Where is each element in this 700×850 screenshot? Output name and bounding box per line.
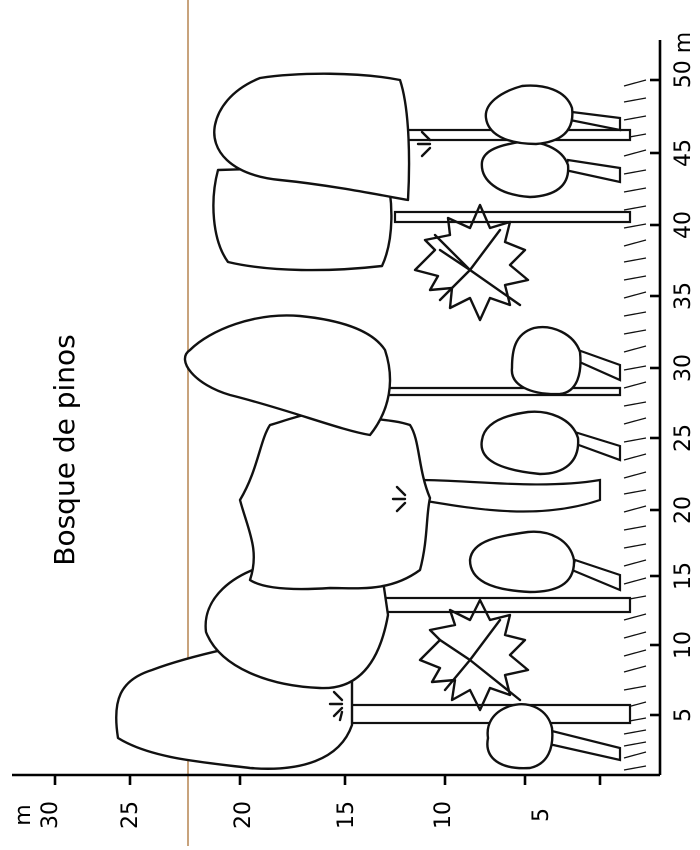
distance-tick-label: 40 <box>671 211 696 239</box>
understory-tree <box>482 412 620 474</box>
understory-tree <box>482 142 620 197</box>
height-tick-label: 15 <box>334 801 359 829</box>
height-tick-label: 25 <box>118 801 143 829</box>
distance-tick-label: 25 <box>671 424 696 452</box>
distance-tick-label: 10 <box>671 631 696 659</box>
distance-axis-labels: 5 10 15 20 25 30 35 40 45 50 m <box>671 32 696 722</box>
distance-tick-label: 20 <box>671 496 696 524</box>
understory-tree <box>512 327 620 394</box>
height-tick-label: 10 <box>431 801 456 829</box>
height-tick-label: 30 <box>38 801 63 829</box>
distance-tick-label: 5 <box>671 708 696 722</box>
ground-axis-ticks <box>650 80 660 715</box>
spiky-shrub <box>420 600 528 710</box>
height-axis-labels: m 30 25 20 15 10 5 <box>11 801 554 829</box>
distance-tick-label: 45 <box>671 139 696 167</box>
height-tick-label: 5 <box>529 808 554 822</box>
distance-unit-label: 50 m <box>671 32 696 88</box>
diagram-title: Bosque de pinos <box>48 334 81 566</box>
grass-strip <box>624 80 646 770</box>
distance-tick-label: 35 <box>671 282 696 310</box>
height-unit-label: m <box>11 804 36 825</box>
distance-tick-label: 15 <box>671 562 696 590</box>
understory-tree <box>470 532 620 592</box>
height-axis-ticks <box>55 775 600 785</box>
distance-tick-label: 30 <box>671 354 696 382</box>
pine-tree-tall <box>213 169 630 271</box>
height-tick-label: 20 <box>231 801 256 829</box>
